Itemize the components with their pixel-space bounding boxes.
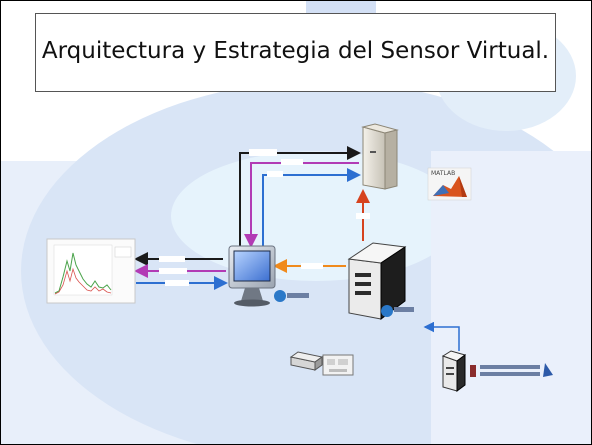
chart-series-green	[54, 252, 112, 294]
data-acquisition-device-icon	[322, 354, 354, 376]
server-to-monitor-arrow	[273, 259, 346, 273]
database-server	[361, 123, 399, 190]
arrow-label-8	[356, 213, 370, 219]
chart-series-red	[54, 267, 112, 295]
arrow-label-1	[249, 149, 277, 156]
signal-chart-thumbnail	[46, 238, 136, 304]
monitor-to-server-arrows	[239, 146, 361, 254]
arrow-label-5	[159, 268, 187, 274]
monitor-software-badge	[274, 290, 309, 302]
arrow-black-to-server	[239, 146, 361, 248]
main-server	[347, 242, 407, 320]
lab-workstation	[441, 350, 467, 392]
title-box: Arquitectura y Estrategia del Sensor Vir…	[35, 13, 556, 92]
server-software-badge	[381, 305, 414, 317]
arrow-label-4	[159, 256, 185, 262]
arrow-label-6	[165, 280, 189, 286]
arrow-label-7	[301, 263, 323, 269]
lab-logo	[470, 363, 553, 377]
matlab-logo-text: MATLAB	[431, 170, 455, 177]
chart-monitor-arrows	[134, 252, 228, 290]
client-monitor	[228, 245, 276, 307]
slide-title: Arquitectura y Estrategia del Sensor Vir…	[41, 38, 550, 64]
arrow-blue-to-server	[262, 168, 361, 254]
matlab-logo: MATLAB	[427, 167, 472, 201]
arrow-magenta-to-monitor	[244, 162, 359, 248]
arrow-blue-lab-to-server	[423, 321, 460, 351]
arrow-label-2	[281, 159, 303, 165]
server-to-server-arrow	[356, 189, 370, 241]
network-router-icon	[289, 351, 324, 371]
arrow-label-3	[267, 171, 283, 177]
